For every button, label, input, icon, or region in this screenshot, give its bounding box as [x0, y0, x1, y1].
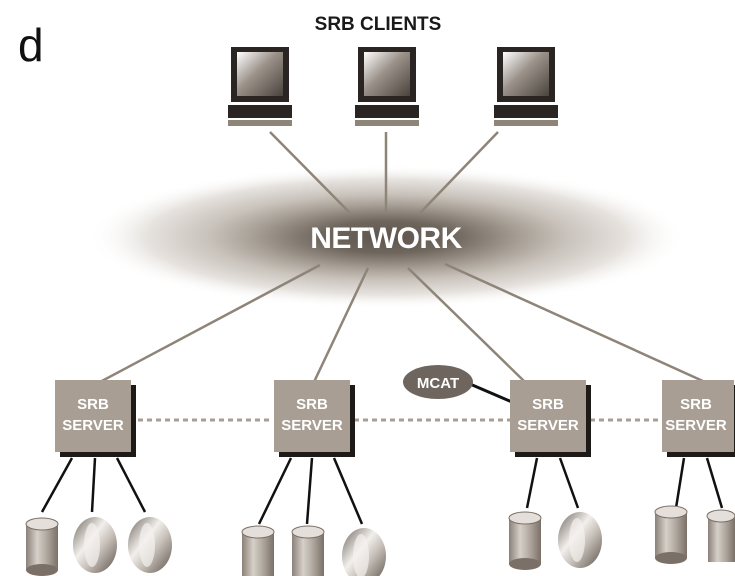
server-4-line1: SRB [680, 396, 712, 413]
client-computer-1 [228, 47, 292, 126]
mcat-label: MCAT [417, 375, 459, 392]
tape-icon [73, 517, 117, 573]
partial-text: d [18, 19, 44, 71]
network-ellipse [87, 165, 687, 309]
disk-icon [241, 525, 275, 576]
client-link-3 [419, 131, 499, 214]
client-link-1 [269, 131, 351, 214]
server-link-1 [99, 263, 321, 384]
mcat-ellipse [403, 365, 473, 399]
tape-icon [128, 517, 172, 573]
server-links [99, 262, 706, 384]
server-2-line1: SRB [296, 396, 328, 413]
server-2-line2: SERVER [281, 417, 343, 434]
storage-links [40, 457, 724, 525]
disk-icon [508, 511, 542, 570]
server-link-3 [407, 267, 526, 383]
server-4-line2: SERVER [665, 417, 727, 434]
network-label: NETWORK [310, 222, 462, 255]
server-3-line1: SRB [532, 396, 564, 413]
tape-icon [558, 512, 602, 568]
server-3-line2: SERVER [517, 417, 579, 434]
network-cloud: NETWORK [87, 165, 687, 309]
client-computer-3 [494, 47, 558, 126]
srb-server-3: SRB SERVER [510, 380, 591, 457]
client-computer-2 [355, 47, 419, 126]
srb-clients-title: SRB CLIENTS [315, 14, 442, 35]
disk-icon [654, 505, 688, 564]
mcat-link [469, 382, 513, 404]
srb-server-4: SRB SERVER [662, 380, 735, 457]
server-link-4 [444, 262, 706, 384]
disk-icon [25, 517, 59, 576]
client-links [269, 131, 499, 214]
server-1-line2: SERVER [62, 417, 124, 434]
disk-icon [706, 509, 735, 562]
server-link-2 [312, 267, 370, 383]
disk-icon [291, 525, 325, 576]
mcat-node: MCAT [403, 365, 513, 404]
server-1-line1: SRB [77, 396, 109, 413]
srb-server-1: SRB SERVER [55, 380, 136, 457]
srb-server-2: SRB SERVER [274, 380, 355, 457]
tape-icon [342, 528, 386, 576]
